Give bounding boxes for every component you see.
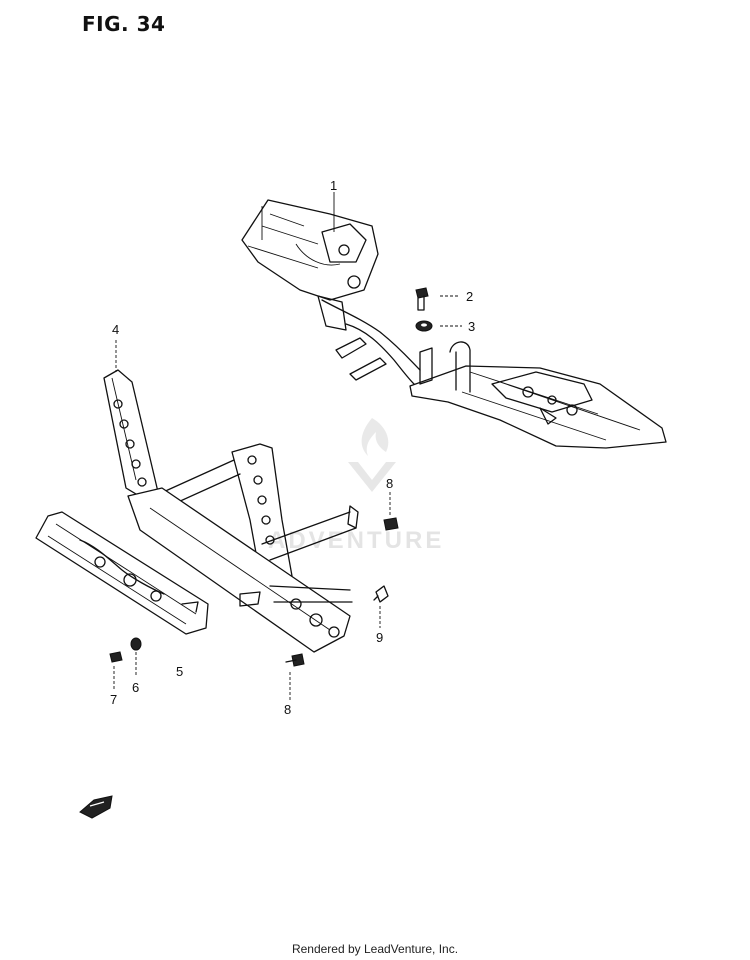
front-arrow-icon (79, 795, 113, 819)
callout-3: 3 (468, 319, 475, 334)
callout-9: 9 (376, 630, 383, 645)
part-washer-6 (130, 637, 142, 651)
part-frame-assembly (35, 443, 359, 653)
part-bolt-7 (109, 651, 123, 663)
part-bolt-2 (415, 287, 429, 311)
callout-2: 2 (466, 289, 473, 304)
watermark-logo: ADVENTURE (268, 418, 444, 554)
footer-credit: Rendered by LeadVenture, Inc. (291, 942, 459, 956)
watermark-text: ADVENTURE (268, 527, 444, 554)
leader-lines (113, 192, 462, 700)
part-bolt-8-lower (285, 653, 305, 667)
callout-5: 5 (176, 664, 183, 679)
part-washer-3 (415, 320, 433, 332)
callout-1: 1 (330, 178, 337, 193)
callout-8-lower: 8 (284, 702, 291, 717)
part-footrest-bracket-right (241, 199, 667, 449)
callout-7: 7 (110, 692, 117, 707)
part-frame-upright-4 (103, 369, 159, 501)
figure-title: FIG. 34 (82, 12, 166, 36)
callout-8-upper: 8 (386, 476, 393, 491)
part-clip-9 (373, 585, 389, 603)
callout-4: 4 (112, 322, 119, 337)
part-bolt-8-upper (383, 517, 399, 531)
callout-6: 6 (132, 680, 139, 695)
